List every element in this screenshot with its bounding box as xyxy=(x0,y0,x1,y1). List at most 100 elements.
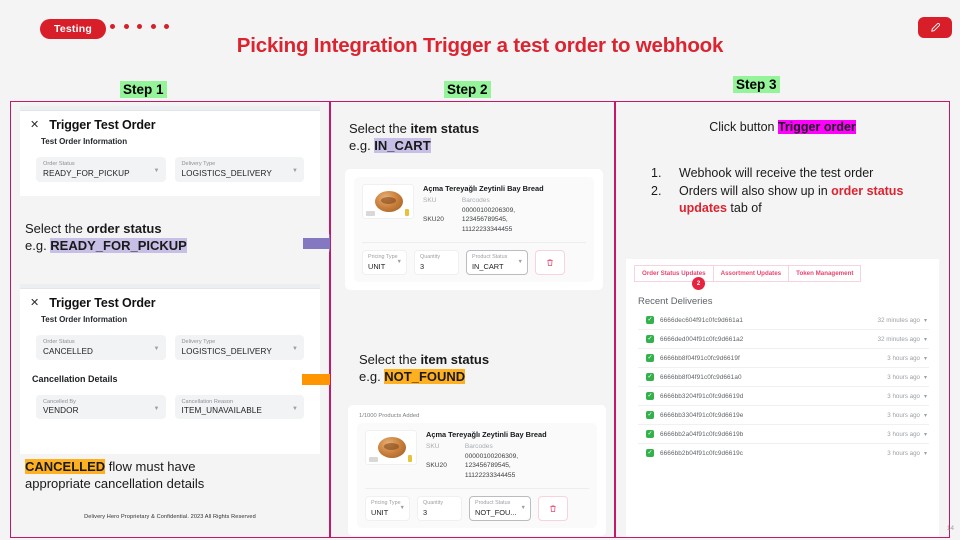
delivery-row[interactable]: ✓ 6666bb3304f91c0fc9d6619e 3 hours ago ▾ xyxy=(638,405,929,424)
chevron-down-icon[interactable]: ▾ xyxy=(923,374,927,381)
sku-column: SKU SKU20 xyxy=(426,442,447,480)
app-topbar xyxy=(20,284,320,289)
dialog-title: Trigger Test Order xyxy=(49,296,156,310)
portal-tabs: Order Status Updates Assortment Updates … xyxy=(626,259,939,282)
quantity-label: Quantity xyxy=(423,500,444,507)
click-trigger-order-instruction: Click button Trigger order xyxy=(616,120,949,134)
cancelled-by-label: Cancelled By xyxy=(43,398,76,405)
delivery-row[interactable]: ✓ 6666dec604f91c0fc9d661a1 32 minutes ag… xyxy=(638,311,929,329)
order-fields-group: Order Status CANCELLED ▼ Delivery Type L… xyxy=(30,330,310,365)
delivery-type-label: Delivery Type xyxy=(181,161,216,167)
product-status-select[interactable]: Product Status NOT_FOU... ▼ xyxy=(469,496,531,521)
delivery-left: ✓ 6666bb3204f91c0fc9d6619d xyxy=(646,392,743,400)
delivery-time-group: 3 hours ago ▾ xyxy=(887,355,927,362)
delivery-left: ✓ 6666ded004f91c0fc9d661a2 xyxy=(646,335,743,343)
chevron-down-icon[interactable]: ▾ xyxy=(923,450,927,457)
dot xyxy=(150,24,156,29)
delivery-id: 6666ded004f91c0fc9d661a2 xyxy=(660,335,744,343)
cancellation-fields-group: Cancelled By VENDOR ▼ Cancellation Reaso… xyxy=(30,389,310,425)
product-controls: Pricing Type UNIT ▼ Quantity 3 Product S… xyxy=(362,242,586,275)
dot xyxy=(137,24,142,29)
chevron-down-icon[interactable]: ▾ xyxy=(923,355,927,362)
tab-assortment-updates[interactable]: Assortment Updates xyxy=(712,265,789,282)
product-card-not-found: 1/1000 Products Added Açma Tereyağlı Zey… xyxy=(348,405,606,536)
delivery-row[interactable]: ✓ 6666bb8f04f91c0fc9d6619f 3 hours ago ▾ xyxy=(638,348,929,367)
order-status-select[interactable]: Order Status CANCELLED ▼ xyxy=(36,335,166,360)
list-item-text-tail: tab of xyxy=(726,200,762,215)
delivery-left: ✓ 6666bb8f04f91c0fc9d6619f xyxy=(646,354,740,362)
delivery-row[interactable]: ✓ 6666bb2a04f91c0fc9d6619b 3 hours ago ▾ xyxy=(638,424,929,443)
dialog-subtitle: Test Order Information xyxy=(41,315,128,324)
page-number: 14 xyxy=(946,525,954,532)
bread-graphic xyxy=(375,191,403,212)
chevron-down-icon[interactable]: ▾ xyxy=(923,317,927,324)
barcode-value: 123456789545, xyxy=(464,462,511,470)
close-icon[interactable]: ✕ xyxy=(30,296,40,309)
close-icon[interactable]: ✕ xyxy=(30,118,40,131)
barcode-value: 11122233344455 xyxy=(464,471,516,479)
product-status-select[interactable]: Product Status IN_CART ▼ xyxy=(466,250,528,275)
delivery-type-select[interactable]: Delivery Type LOGISTICS_DELIVERY ▼ xyxy=(174,157,304,182)
barcodes-label: Barcodes xyxy=(464,443,493,450)
chevron-down-icon: ▼ xyxy=(396,259,402,266)
cancellation-reason-value: ITEM_UNAVAILABLE xyxy=(181,406,262,416)
list-item-text: Webhook will receive the test order xyxy=(679,166,874,180)
recent-deliveries-list: ✓ 6666dec604f91c0fc9d661a1 32 minutes ag… xyxy=(626,311,939,462)
products-added-count: 1/1000 Products Added xyxy=(359,413,420,419)
product-name: Açma Tereyağlı Zeytinli Bay Bread xyxy=(426,430,547,439)
chevron-down-icon[interactable]: ▾ xyxy=(923,412,927,419)
delivery-time: 3 hours ago xyxy=(887,449,920,457)
delivery-time: 3 hours ago xyxy=(887,411,920,419)
chevron-down-icon: ▼ xyxy=(292,346,298,353)
sku-value: SKU20 xyxy=(423,216,444,224)
callout-order-status: Select the order status e.g. READY_FOR_P… xyxy=(25,221,187,254)
quantity-input[interactable]: Quantity 3 xyxy=(414,250,459,275)
tab-token-management[interactable]: Token Management xyxy=(788,265,862,282)
delivery-left: ✓ 6666bb2b04f91c0fc9d6619c xyxy=(646,449,743,457)
chevron-down-icon[interactable]: ▾ xyxy=(923,393,927,400)
arrow-shaft xyxy=(303,237,329,249)
product-inner: Açma Tereyağlı Zeytinli Bay Bread SKU SK… xyxy=(354,177,594,282)
delivery-row[interactable]: ✓ 6666bb8f04f91c0fc9d661a0 3 hours ago ▾ xyxy=(638,367,929,386)
webhook-portal-card: Order Status Updates Assortment Updates … xyxy=(626,259,939,537)
cancelled-by-select[interactable]: Cancelled By VENDOR ▼ xyxy=(36,394,166,420)
step-3-panel: Click button Trigger order 1. Webhook wi… xyxy=(615,101,950,538)
chevron-down-icon: ▼ xyxy=(517,259,523,266)
cancellation-reason-label: Cancellation Reason xyxy=(181,398,234,405)
delete-product-button[interactable] xyxy=(538,496,568,521)
delivery-row[interactable]: ✓ 6666bb2b04f91c0fc9d6619c 3 hours ago ▾ xyxy=(638,443,929,462)
pricing-type-select[interactable]: Pricing Type UNIT ▼ xyxy=(362,250,407,275)
cancellation-reason-select[interactable]: Cancellation Reason ITEM_UNAVAILABLE ▼ xyxy=(174,394,304,420)
product-summary: Açma Tereyağlı Zeytinli Bay Bread SKU SK… xyxy=(362,184,586,234)
trash-icon xyxy=(550,505,556,512)
delivery-row[interactable]: ✓ 6666ded004f91c0fc9d661a2 32 minutes ag… xyxy=(638,329,929,348)
progress-dots xyxy=(110,24,169,29)
p3-head-plain: Click button xyxy=(709,120,778,134)
callout-b-rest: flow must have xyxy=(105,459,196,474)
delivery-left: ✓ 6666bb2a04f91c0fc9d6619b xyxy=(646,430,743,438)
dialog-title: Trigger Test Order xyxy=(49,118,156,132)
delivery-type-select[interactable]: Delivery Type LOGISTICS_DELIVERY ▼ xyxy=(174,335,304,360)
product-image xyxy=(362,184,414,219)
pen-icon[interactable] xyxy=(918,17,952,38)
chevron-down-icon[interactable]: ▾ xyxy=(923,336,927,343)
order-status-select[interactable]: Order Status READY_FOR_PICKUP ▼ xyxy=(36,157,166,182)
chevron-down-icon[interactable]: ▾ xyxy=(923,431,927,438)
chevron-down-icon: ▼ xyxy=(153,168,160,175)
list-item: 1. Webhook will receive the test order xyxy=(641,165,921,181)
tab-order-status-updates[interactable]: Order Status Updates xyxy=(634,265,713,282)
p2-callout-b-bold: item status xyxy=(420,352,490,367)
delivery-id: 6666bb3304f91c0fc9d6619e xyxy=(660,411,744,419)
product-summary: Açma Tereyağlı Zeytinli Bay Bread SKU SK… xyxy=(365,430,589,480)
check-icon: ✓ xyxy=(646,411,654,419)
product-meta: Açma Tereyağlı Zeytinli Bay Bread SKU SK… xyxy=(423,184,586,234)
quantity-input[interactable]: Quantity 3 xyxy=(417,496,462,521)
pricing-type-select[interactable]: Pricing Type UNIT ▼ xyxy=(365,496,410,521)
step-2-label: Step 2 xyxy=(444,81,491,98)
delivery-row[interactable]: ✓ 6666bb3204f91c0fc9d6619d 3 hours ago ▾ xyxy=(638,386,929,405)
check-icon: ✓ xyxy=(646,354,654,362)
list-item-text-lead: Orders will also show up in xyxy=(679,184,832,199)
delete-product-button[interactable] xyxy=(535,250,565,275)
check-icon: ✓ xyxy=(646,430,654,438)
confidentiality-footer: Delivery Hero Proprietary & Confidential… xyxy=(84,514,256,520)
